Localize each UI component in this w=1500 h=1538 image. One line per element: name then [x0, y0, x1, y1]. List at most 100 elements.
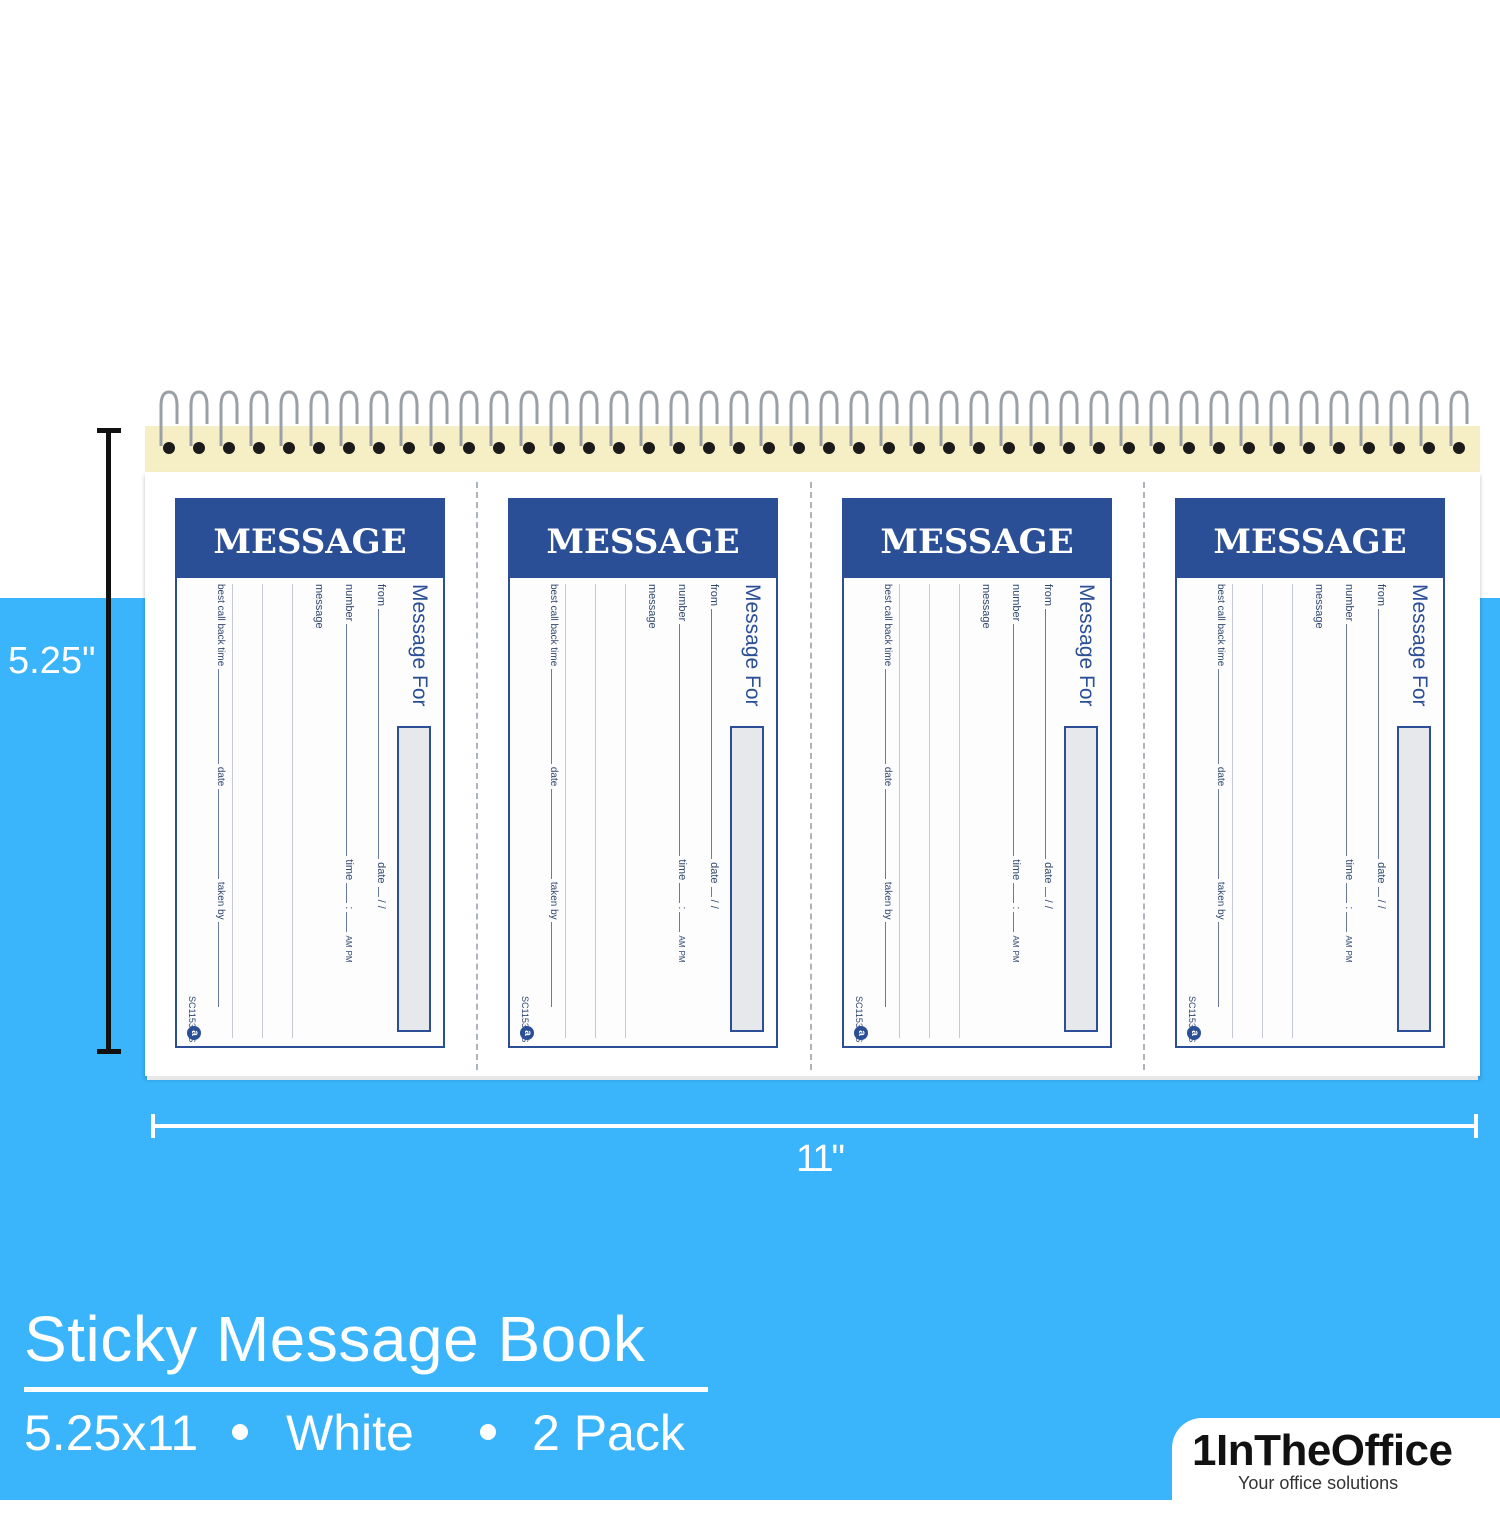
date-label: date: [708, 862, 720, 884]
message-for-label: Message For: [408, 584, 431, 707]
message-for-label: Message For: [1075, 584, 1098, 707]
best-call-back-label: best call back time: [1215, 584, 1226, 667]
best-call-back-label: best call back time: [215, 584, 226, 667]
from-date-row: from date / /: [375, 584, 389, 1036]
height-dimension-cap-top: [97, 428, 121, 433]
spiral-coil: [639, 390, 659, 446]
date-separator: / /: [1042, 899, 1054, 909]
binding-hole: [313, 442, 325, 454]
binding-hole: [823, 442, 835, 454]
date2-label: date: [215, 766, 226, 787]
spiral-coil: [489, 390, 509, 446]
slip-body: Message For from date / / number time :: [177, 578, 443, 1046]
pm-label: PM: [1344, 950, 1353, 963]
number-time-row: number time : AM PM: [676, 584, 690, 1036]
width-dimension-label: 11": [796, 1138, 845, 1180]
time-separator: :: [1343, 906, 1355, 910]
height-dimension-line: [106, 430, 111, 1052]
spiral-coil: [999, 390, 1019, 446]
spiral-coil: [969, 390, 989, 446]
message-line: [262, 584, 263, 1038]
brand-tagline: Your office solutions: [1238, 1473, 1399, 1493]
date2-label: date: [1215, 766, 1226, 787]
binding-hole: [853, 442, 865, 454]
spiral-coil: [1149, 390, 1169, 446]
slip-header: MESSAGE: [177, 500, 443, 578]
message-line: [899, 584, 900, 1038]
spiral-coil: [579, 390, 599, 446]
bullet-separator: [480, 1424, 496, 1440]
callback-row: best call back time date taken by: [1215, 584, 1229, 1036]
message-label: message: [313, 584, 325, 629]
time-separator: :: [343, 906, 355, 910]
width-dimension-cap-left: [151, 1114, 155, 1138]
number-label: number: [1010, 584, 1022, 622]
message-label: message: [1313, 584, 1325, 629]
slip-form: Message For from date / / number time :: [510, 578, 776, 1046]
message-for-box: [397, 726, 431, 1032]
message-slip: MESSAGE Message For from date / / number…: [508, 498, 778, 1048]
brand-logo-icon: a: [854, 1026, 868, 1040]
perforation-line: [476, 482, 478, 1070]
spiral-coil: [309, 390, 329, 446]
from-label: from: [1375, 584, 1387, 606]
message-label: message: [980, 584, 992, 629]
message-line: [595, 584, 596, 1038]
number-label: number: [1343, 584, 1355, 622]
message-for-label: Message For: [1408, 584, 1431, 707]
spiral-coil: [1119, 390, 1139, 446]
am-label: AM: [677, 935, 686, 948]
spiral-binding: [159, 390, 1469, 454]
binding-hole: [1243, 442, 1255, 454]
am-label: AM: [1344, 935, 1353, 948]
binding-hole: [1393, 442, 1405, 454]
pm-label: PM: [677, 950, 686, 963]
slip-body: Message For from date / / number time :: [510, 578, 776, 1046]
spiral-coil: [1449, 390, 1469, 446]
brand-logo-icon: a: [187, 1026, 201, 1040]
product-title: Sticky Message Book: [24, 1303, 646, 1375]
date2-label: date: [548, 766, 559, 787]
binding-hole: [1063, 442, 1075, 454]
binding-hole: [283, 442, 295, 454]
binding-hole: [643, 442, 655, 454]
spiral-coil: [219, 390, 239, 446]
spiral-coil: [609, 390, 629, 446]
am-label: AM: [1011, 935, 1020, 948]
spiral-coil: [189, 390, 209, 446]
product-size: 5.25x11: [24, 1405, 199, 1461]
book-pages-edge: [147, 1076, 1478, 1080]
binding-hole: [703, 442, 715, 454]
message-for-box: [730, 726, 764, 1032]
message-line: [959, 584, 960, 1038]
taken-by-label: taken by: [882, 881, 893, 920]
spiral-coil: [279, 390, 299, 446]
from-date-row: from date / /: [1375, 584, 1389, 1036]
spiral-coil: [1239, 390, 1259, 446]
time-label: time: [1010, 859, 1022, 881]
message-line: [1262, 584, 1263, 1038]
time-separator: :: [1010, 906, 1022, 910]
spiral-coil: [399, 390, 419, 446]
spiral-coil: [519, 390, 539, 446]
message-line: [929, 584, 930, 1038]
spiral-coil: [819, 390, 839, 446]
spiral-coil: [369, 390, 389, 446]
spiral-coil: [1389, 390, 1409, 446]
message-line: [1292, 584, 1293, 1038]
binding-hole: [463, 442, 475, 454]
brand-logo-icon: a: [520, 1026, 534, 1040]
brand-name: 1InTheOffice: [1192, 1426, 1453, 1475]
message-for-box: [1064, 726, 1098, 1032]
binding-hole: [1363, 442, 1375, 454]
spiral-coil: [759, 390, 779, 446]
binding-hole: [793, 442, 805, 454]
binding-hole: [223, 442, 235, 454]
spiral-coil: [1359, 390, 1379, 446]
binding-hole: [433, 442, 445, 454]
best-call-back-label: best call back time: [548, 584, 559, 667]
time-label: time: [1343, 859, 1355, 881]
binding-hole: [1333, 442, 1345, 454]
time-label: time: [343, 859, 355, 881]
spiral-coil: [339, 390, 359, 446]
